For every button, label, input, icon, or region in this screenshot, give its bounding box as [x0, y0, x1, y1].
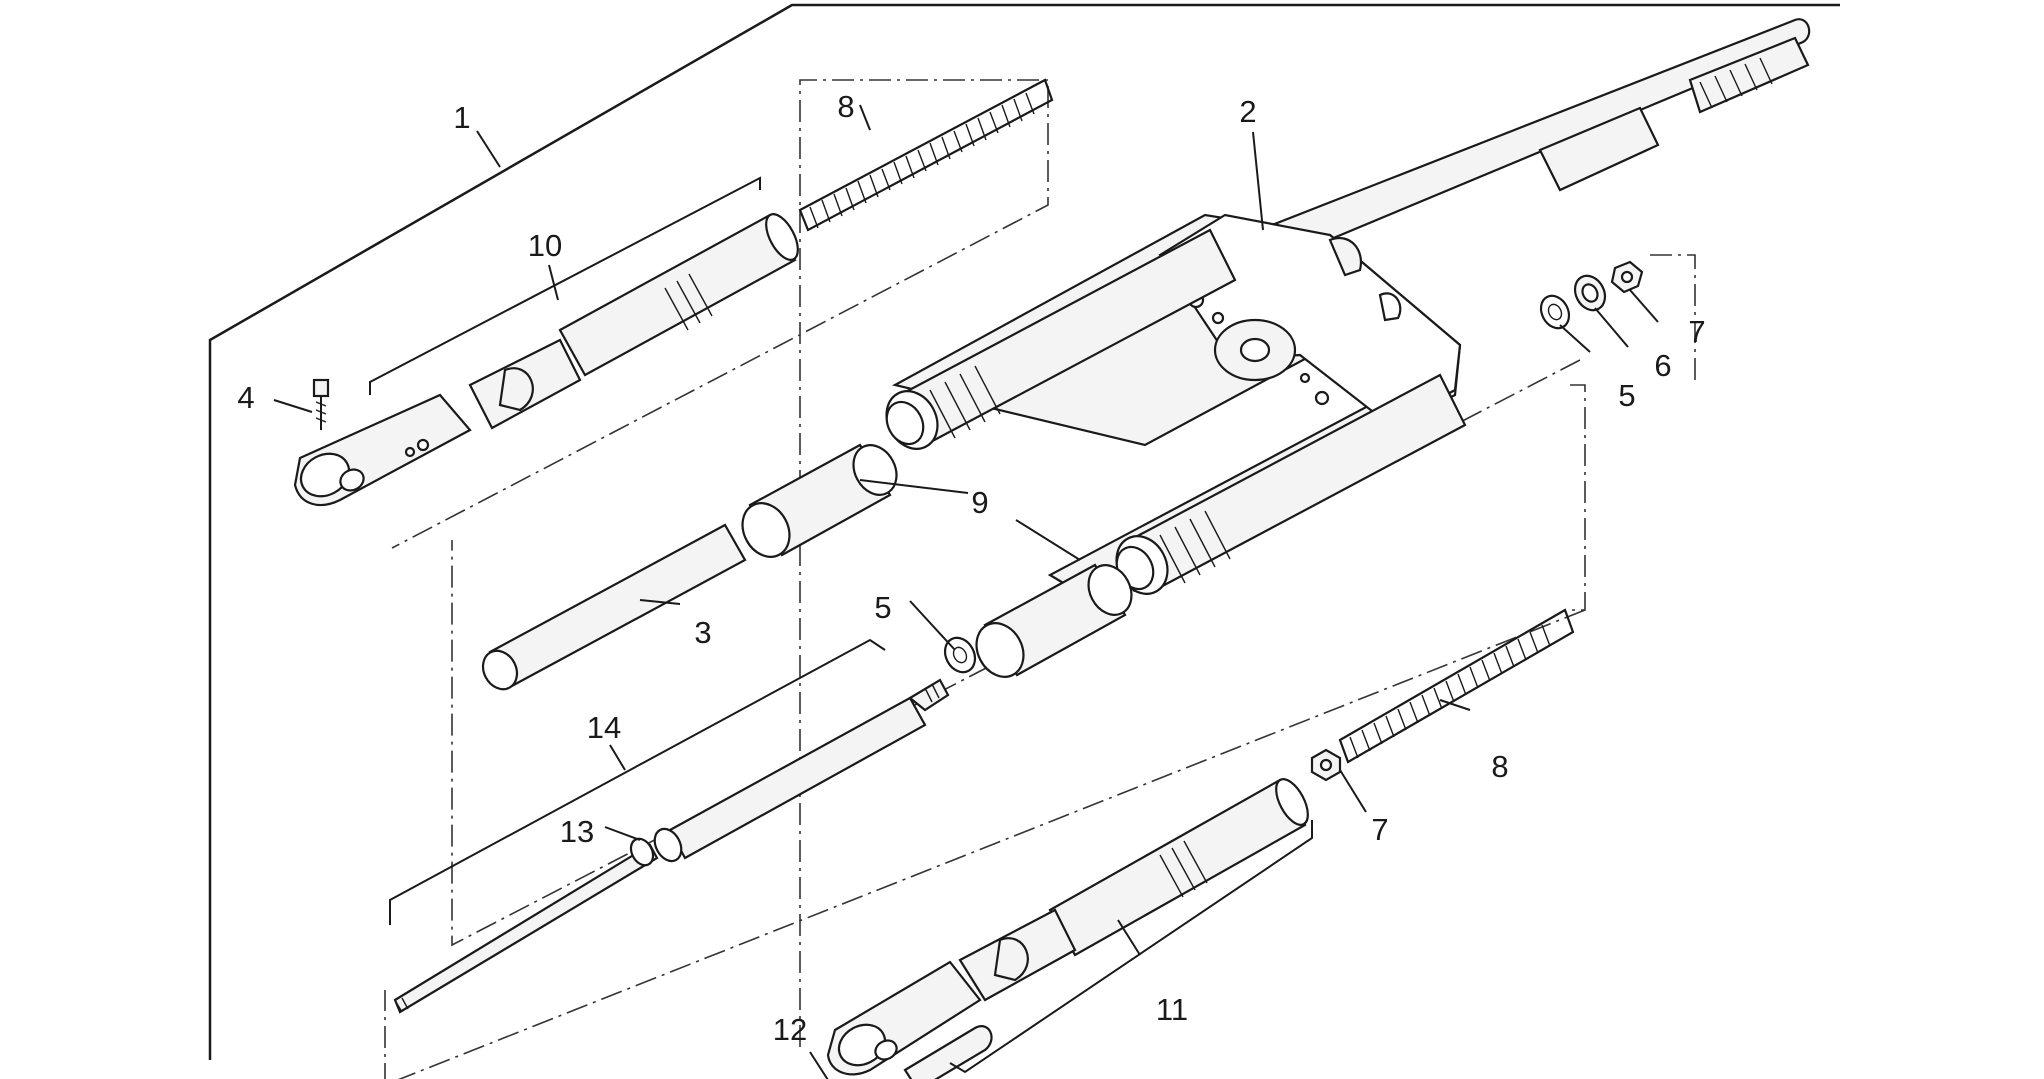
leader-lines — [273, 104, 1659, 1079]
callout-10: 10 — [528, 228, 562, 263]
callout-8-lower: 8 — [1491, 749, 1508, 784]
callout-12: 12 — [773, 1012, 807, 1047]
callout-11: 11 — [1156, 992, 1188, 1027]
callout-labels: 1 2 3 4 5 5 6 7 7 8 8 9 10 11 12 13 14 — [237, 89, 1705, 1047]
steering-stem — [1168, 18, 1811, 302]
callout-4: 4 — [237, 380, 254, 415]
nut-7-upper — [1610, 260, 1644, 294]
callout-3: 3 — [694, 615, 711, 650]
callout-5-lower: 5 — [874, 590, 891, 625]
callout-5-upper: 5 — [1618, 378, 1635, 413]
assembly-frame — [208, 3, 1840, 1060]
ring-13 — [629, 837, 655, 867]
washer-6 — [1573, 274, 1607, 312]
fork-bridge — [891, 213, 1462, 592]
damper-rod — [393, 678, 950, 1014]
left-fork-leg-assembly — [293, 213, 799, 507]
spring-upper — [798, 78, 1054, 232]
bushing-lower — [975, 563, 1133, 678]
callout-13: 13 — [560, 814, 594, 849]
callout-2: 2 — [1239, 94, 1256, 129]
callout-6: 6 — [1654, 348, 1671, 383]
callout-14: 14 — [587, 710, 621, 745]
callout-7-upper: 7 — [1688, 314, 1705, 349]
callout-7-lower: 7 — [1371, 812, 1388, 847]
upper-fork-tube — [885, 228, 1237, 450]
callout-8-upper: 8 — [837, 89, 854, 124]
sub-assembly-brackets — [369, 176, 1313, 1074]
right-fork-leg-assembly — [826, 778, 1309, 1079]
bushing-upper — [741, 443, 898, 558]
washer-5-upper — [1539, 294, 1571, 330]
bolt — [312, 378, 330, 430]
nut-7-lower — [1310, 748, 1342, 782]
callout-9: 9 — [971, 485, 988, 520]
inner-tube — [481, 523, 747, 691]
callout-1: 1 — [453, 100, 470, 135]
spring-lower — [1338, 608, 1575, 764]
